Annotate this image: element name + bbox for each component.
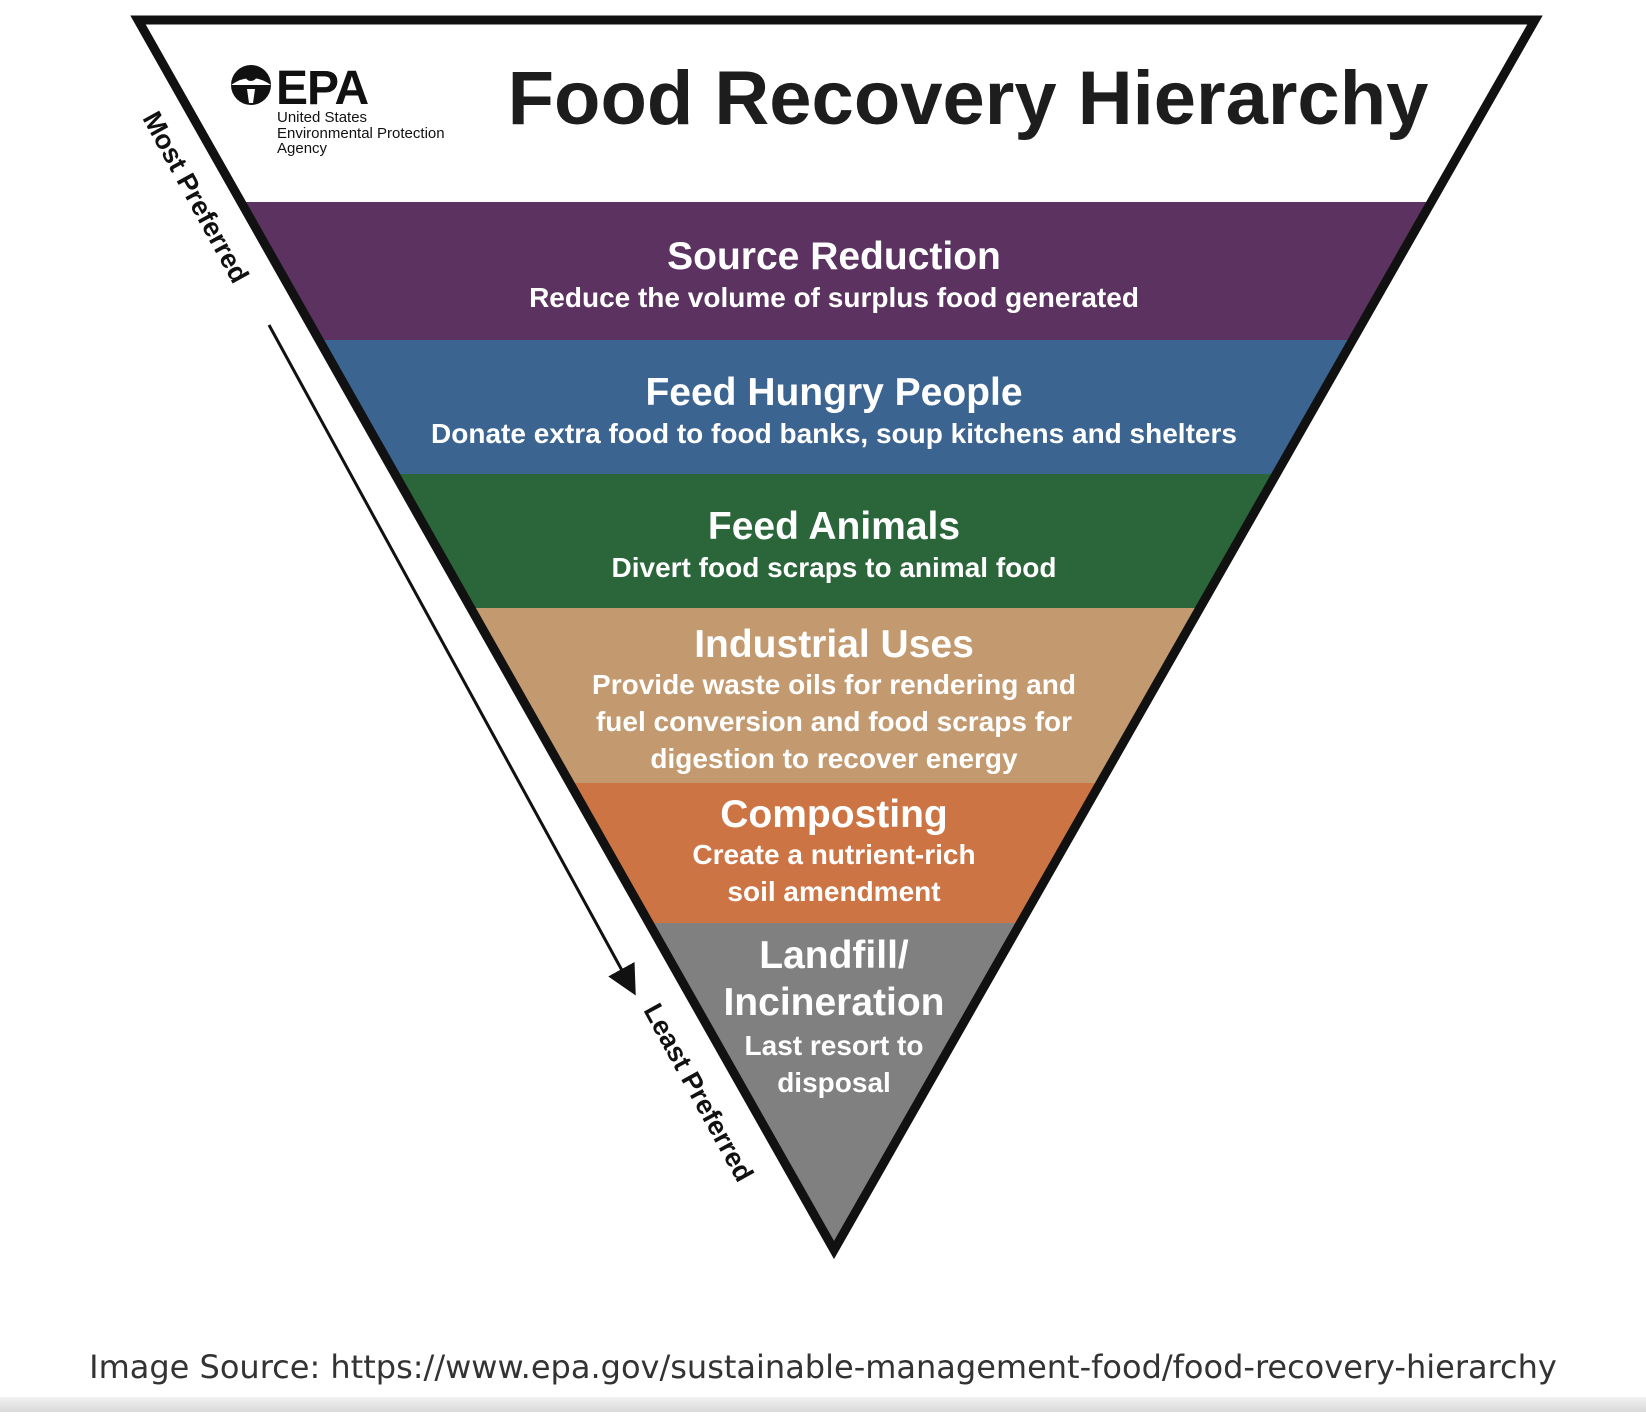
- tier-description-landfill-incineration: Last resort to: [745, 1030, 924, 1061]
- tier-title-feed-animals: Feed Animals: [708, 505, 960, 548]
- tier-description-landfill-incineration: disposal: [777, 1067, 891, 1098]
- diagram-title: Food Recovery Hierarchy: [508, 56, 1429, 141]
- agency-line-2: Environmental Protection: [277, 125, 445, 142]
- tier-title-industrial-uses: Industrial Uses: [694, 623, 974, 666]
- epa-logo: EPA United States Environmental Protecti…: [231, 62, 445, 157]
- tier-description-feed-animals: Divert food scraps to animal food: [612, 552, 1057, 583]
- epa-flower-icon: [231, 65, 271, 105]
- preference-arrow: [267, 324, 636, 996]
- triangle-outline: [130, 15, 1543, 1260]
- tier-description-composting: soil amendment: [727, 876, 940, 907]
- image-source-caption: Image Source: https://www.epa.gov/sustai…: [89, 1348, 1557, 1386]
- tier-title-landfill-incineration: Incineration: [723, 981, 944, 1024]
- epa-wordmark: EPA: [276, 62, 368, 115]
- tier-description-industrial-uses: Provide waste oils for rendering and: [592, 669, 1076, 700]
- tier-band-source-reduction: [138, 202, 1535, 340]
- tier-description-industrial-uses: fuel conversion and food scraps for: [596, 706, 1072, 737]
- tier-title-landfill-incineration: Landfill/: [759, 934, 909, 977]
- tier-description-feed-hungry-people: Donate extra food to food banks, soup ki…: [431, 418, 1237, 449]
- tier-title-source-reduction: Source Reduction: [667, 235, 1001, 278]
- bottom-edge-bar: [0, 1397, 1646, 1412]
- tier-description-industrial-uses: digestion to recover energy: [650, 743, 1018, 774]
- tier-description-composting: Create a nutrient-rich: [692, 839, 975, 870]
- agency-line-1: United States: [277, 109, 367, 126]
- tier-description-source-reduction: Reduce the volume of surplus food genera…: [529, 282, 1139, 313]
- tier-title-composting: Composting: [720, 793, 947, 836]
- agency-line-3: Agency: [277, 140, 328, 157]
- tier-title-feed-hungry-people: Feed Hungry People: [645, 371, 1022, 414]
